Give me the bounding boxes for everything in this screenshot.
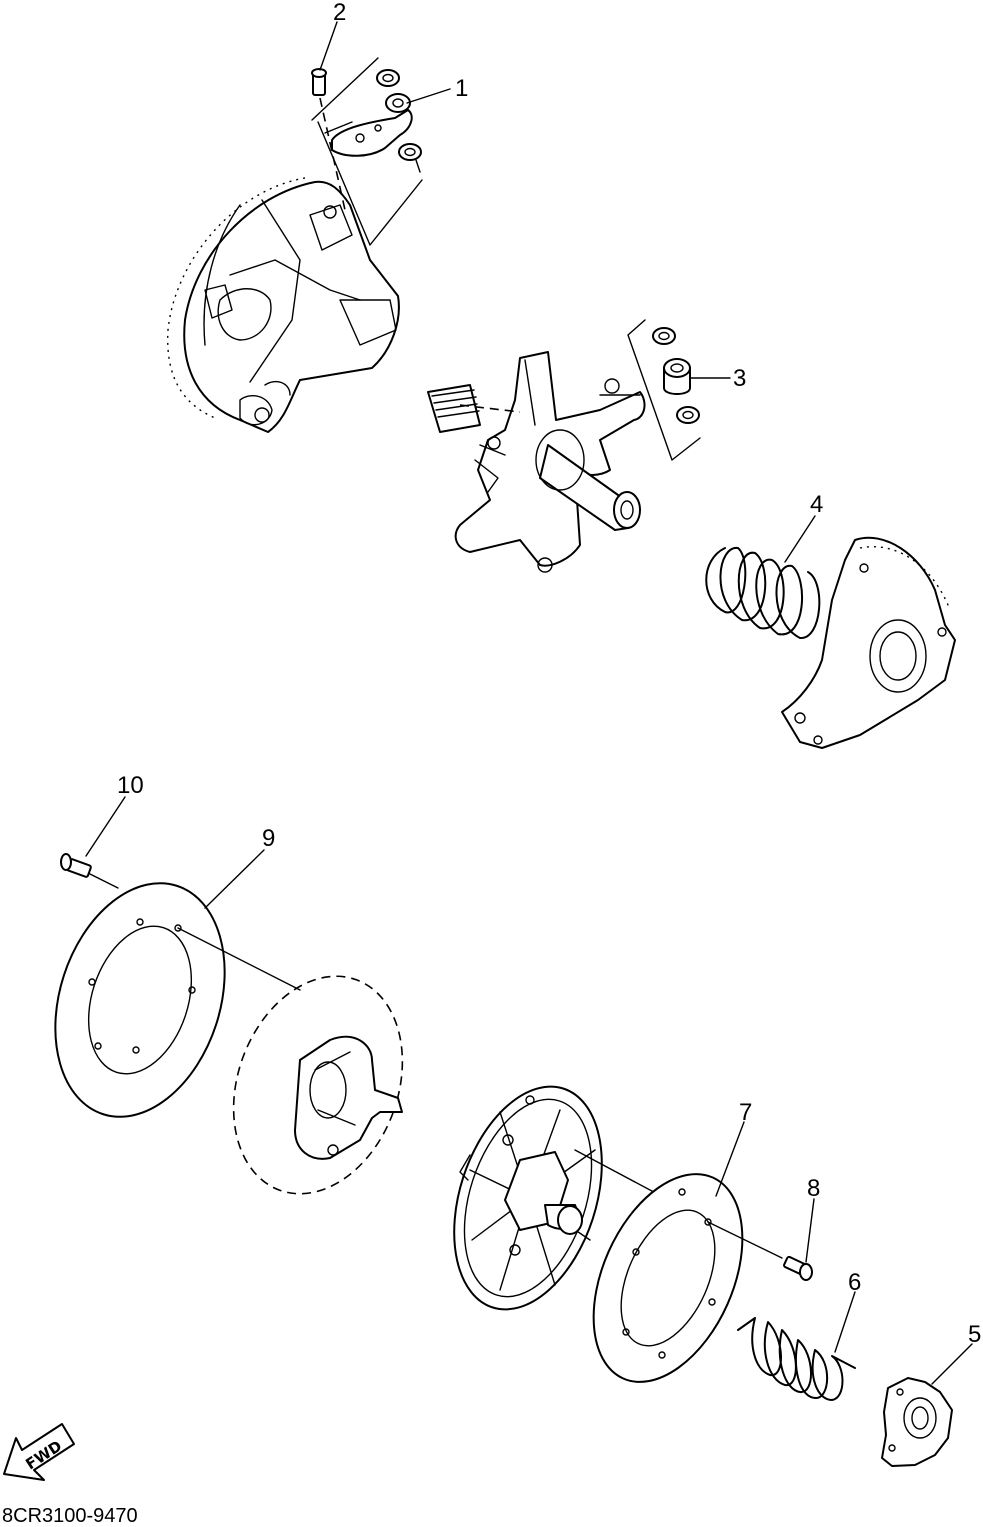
callout-3: 3 bbox=[733, 365, 746, 392]
callout-numbers: 1 2 3 4 5 6 7 8 9 10 bbox=[117, 0, 981, 1348]
part-4-spring bbox=[705, 546, 821, 640]
callout-5: 5 bbox=[968, 1321, 981, 1348]
movable-sheave bbox=[232, 975, 404, 1195]
callout-2: 2 bbox=[333, 0, 346, 26]
callout-10: 10 bbox=[117, 772, 144, 799]
part-3-spacers bbox=[627, 319, 701, 461]
part-6-spring bbox=[737, 1317, 856, 1401]
secondary-sheave bbox=[453, 1085, 666, 1311]
spider-assembly bbox=[427, 351, 646, 573]
spring-cover bbox=[781, 536, 956, 749]
leader-lines bbox=[85, 21, 973, 1385]
part-5-cap bbox=[881, 1377, 953, 1467]
callout-1: 1 bbox=[455, 75, 468, 102]
callout-6: 6 bbox=[848, 1269, 861, 1296]
callout-9: 9 bbox=[262, 825, 275, 852]
callout-4: 4 bbox=[810, 491, 823, 518]
part-7-plate bbox=[592, 1173, 783, 1383]
part-2-bolt bbox=[311, 68, 346, 211]
callout-7: 7 bbox=[739, 1099, 752, 1126]
callout-8: 8 bbox=[807, 1175, 820, 1202]
fwd-arrow-icon: FWD bbox=[3, 1423, 75, 1481]
part-10-bolt bbox=[60, 853, 119, 889]
primary-sheave-housing bbox=[167, 177, 400, 433]
drawing-code: 8CR3100-9470 bbox=[2, 1505, 138, 1527]
part-1-weight-assembly bbox=[311, 57, 423, 246]
part-9-plate bbox=[54, 882, 301, 1118]
part-8-bolt bbox=[783, 1255, 813, 1281]
